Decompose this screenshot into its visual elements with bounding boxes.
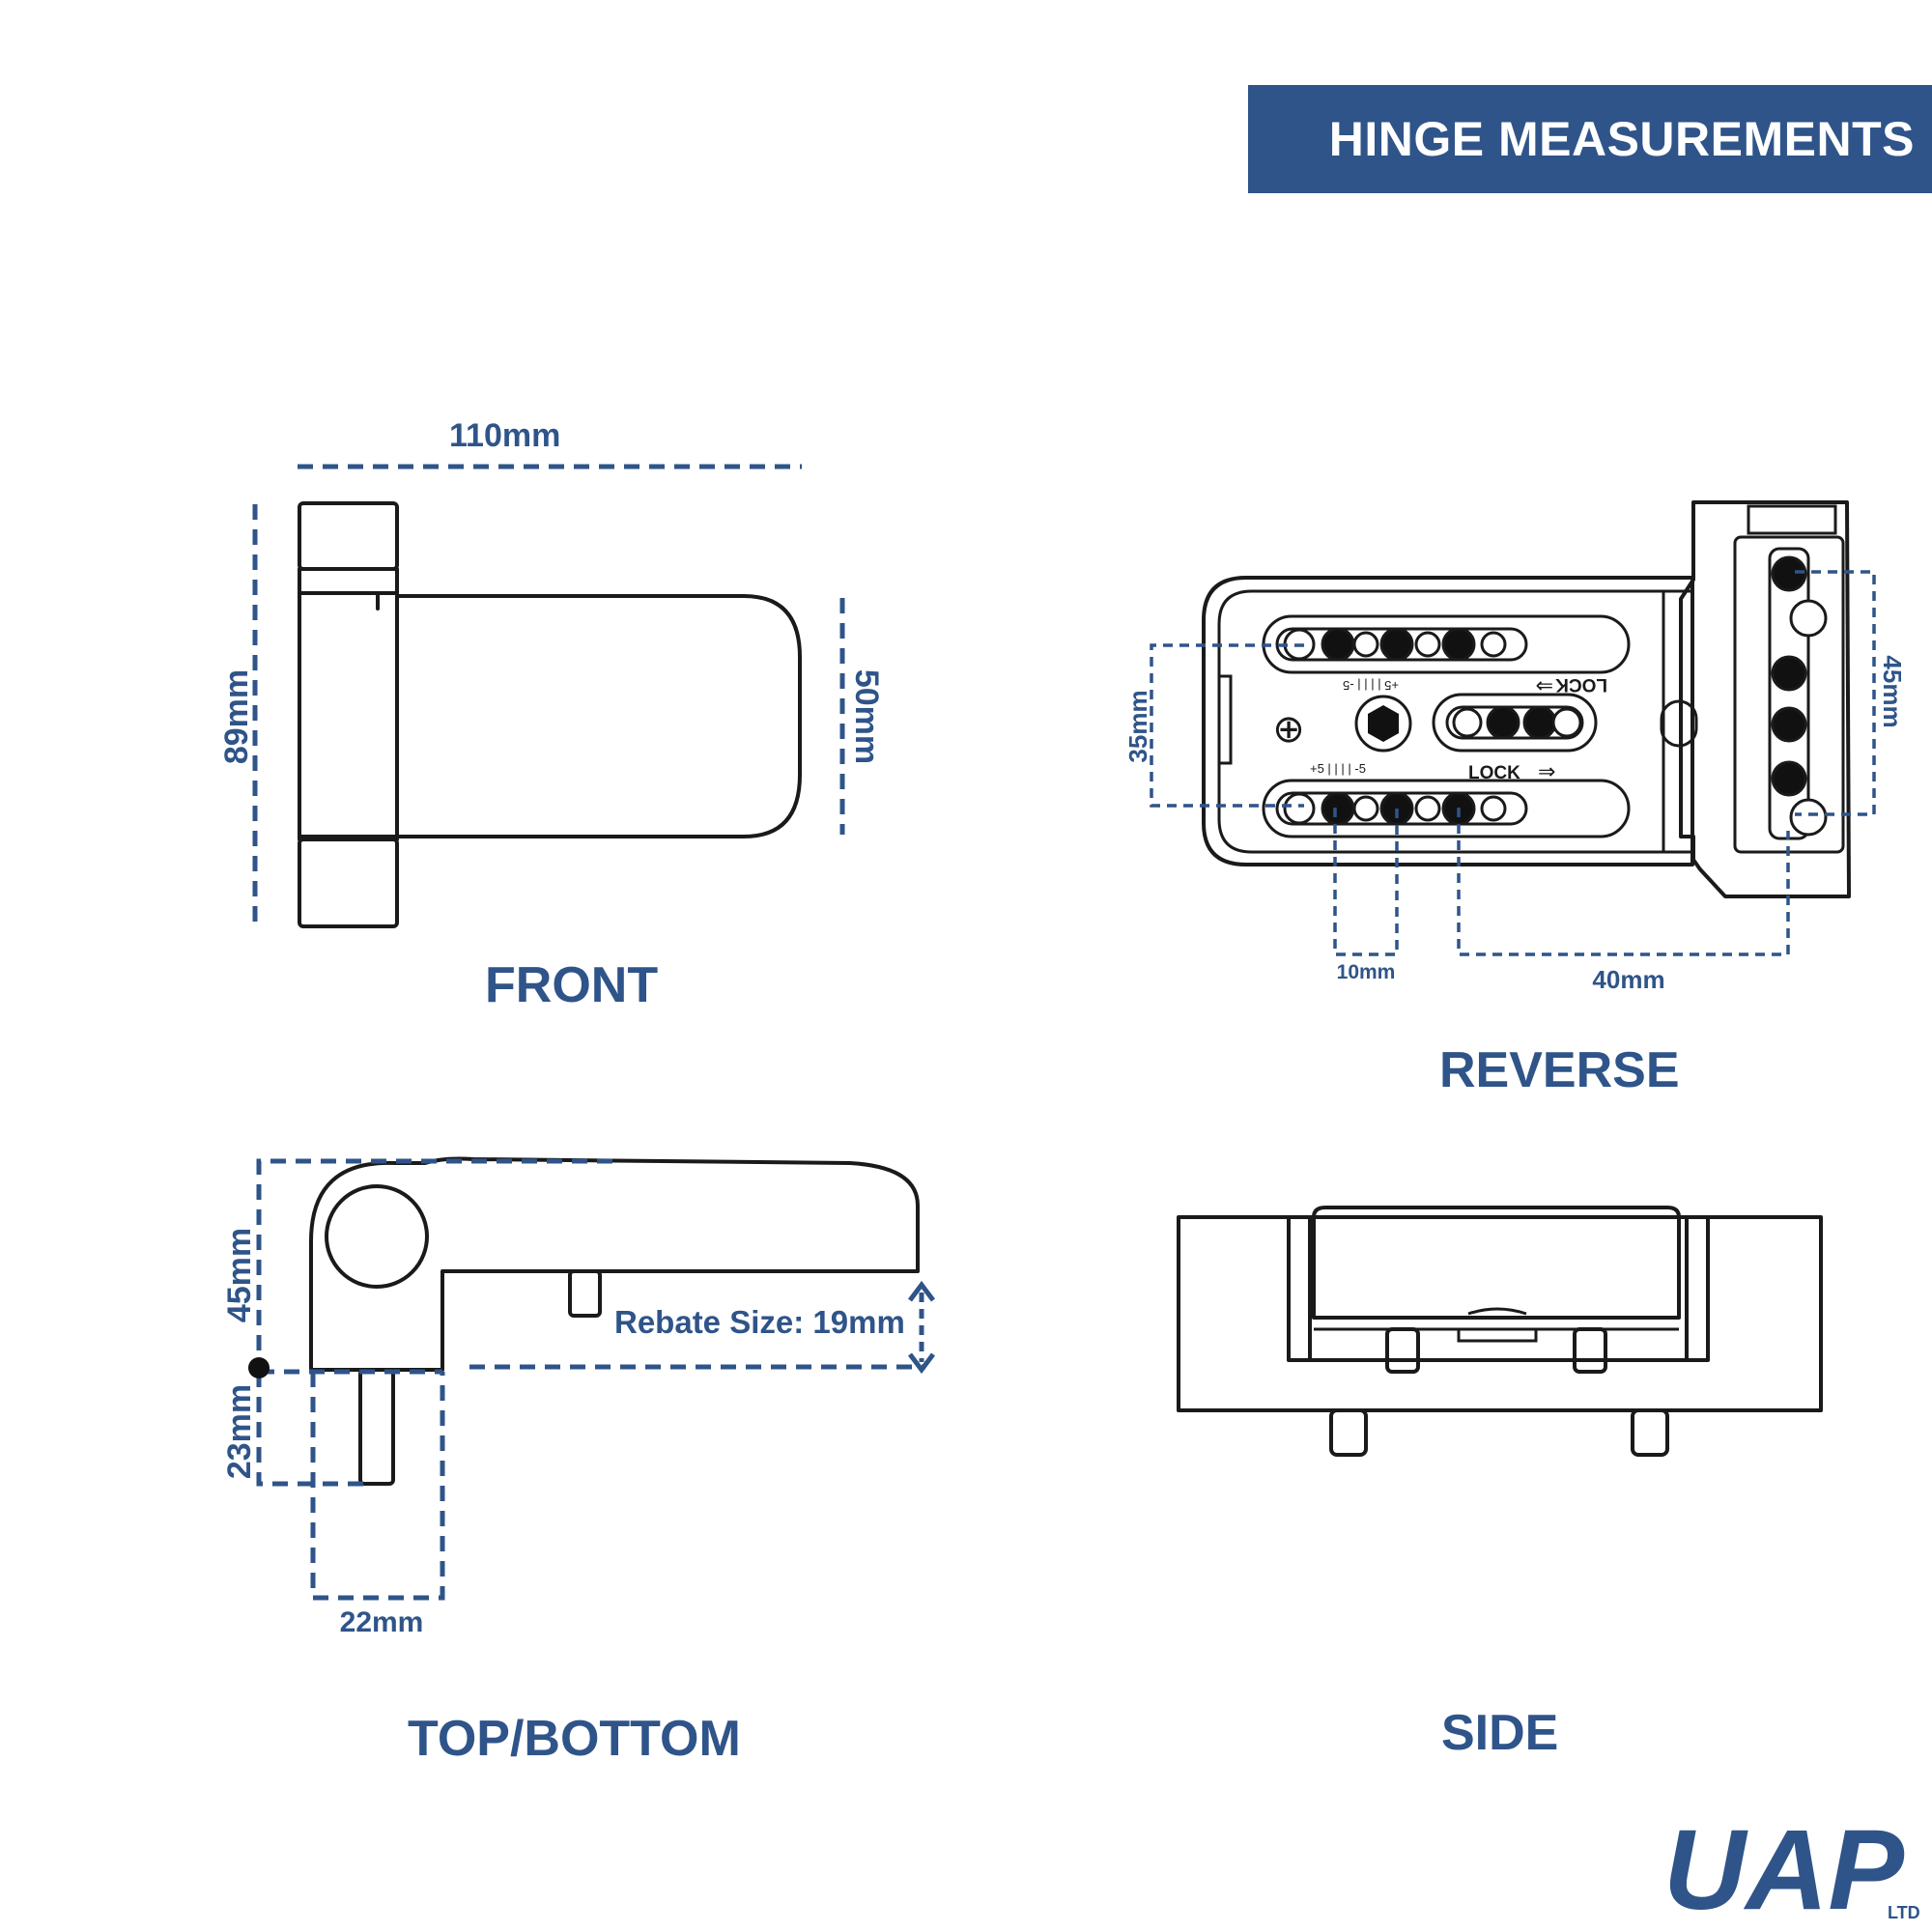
top-22mm-label: 22mm bbox=[340, 1606, 424, 1638]
scale-bottom: +5 | | | | -5 bbox=[1310, 761, 1366, 776]
reverse-40mm-label: 40mm bbox=[1592, 965, 1664, 994]
side-view bbox=[1177, 1206, 1823, 1457]
reverse-view-label: REVERSE bbox=[1439, 1042, 1680, 1098]
front-leaf-label: 50mm bbox=[848, 669, 885, 764]
page-title: HINGE MEASUREMENTS bbox=[1328, 112, 1915, 166]
rebate-label: Rebate Size: 19mm bbox=[614, 1304, 905, 1340]
slot-hole-open bbox=[1452, 707, 1483, 738]
logo-text: UAP bbox=[1663, 1816, 1904, 1922]
front-view-label: FRONT bbox=[485, 957, 659, 1013]
reverse-view bbox=[1202, 500, 1851, 898]
reverse-35mm-label: 35mm bbox=[1123, 690, 1152, 762]
logo-sub: LTD bbox=[1888, 1903, 1920, 1922]
slot-hole-filled bbox=[1486, 705, 1520, 740]
slot-hole-open bbox=[1480, 795, 1507, 822]
slot-hole-filled bbox=[1321, 627, 1355, 662]
slot-hole-open bbox=[1414, 795, 1441, 822]
slot-hole-filled bbox=[1441, 627, 1476, 662]
arrow-left-icon: ⇒ bbox=[1536, 673, 1553, 697]
slot-hole-open bbox=[1414, 631, 1441, 658]
front-width-label: 110mm bbox=[449, 417, 560, 454]
brand-mark-icon: ⊕ bbox=[1272, 707, 1305, 752]
uap-logo: UAP LTD bbox=[1663, 1816, 1920, 1922]
slot-hole-filled bbox=[1522, 705, 1557, 740]
top-23mm-label: 23mm bbox=[221, 1384, 258, 1479]
frame-screw-hole bbox=[1771, 706, 1807, 743]
lock-label-top: LOCK bbox=[1555, 674, 1607, 695]
title-banner: HINGE MEASUREMENTS bbox=[1248, 85, 1932, 193]
top-bottom-view-label: TOP/BOTTOM bbox=[408, 1711, 741, 1767]
top-view: 45mm 23mm 22mm Rebate Size: 19mm bbox=[221, 1156, 935, 1638]
frame-pin bbox=[1789, 599, 1828, 638]
lock-label-bottom: LOCK bbox=[1468, 763, 1520, 783]
frame-screw-hole bbox=[1771, 760, 1807, 797]
reverse-10mm-label: 10mm bbox=[1337, 961, 1396, 983]
frame-screw-hole bbox=[1771, 555, 1807, 592]
slot-hole-open bbox=[1352, 795, 1379, 822]
arrow-right-icon: ⇒ bbox=[1538, 760, 1555, 784]
reverse-annotations: ⊕ LOCK ⇒ LOCK ⇒ +5 | | | | -5 +5 | | | |… bbox=[1123, 570, 1907, 994]
slot-hole-open bbox=[1352, 631, 1379, 658]
front-height-label: 89mm bbox=[218, 669, 255, 764]
scale-top: +5 | | | | -5 bbox=[1343, 678, 1399, 693]
frame-screw-hole bbox=[1771, 655, 1807, 692]
reverse-45mm-label: 45mm bbox=[1878, 655, 1907, 727]
frame-pin bbox=[1789, 798, 1828, 837]
side-view-label: SIDE bbox=[1441, 1705, 1559, 1761]
slot-hole-filled bbox=[1321, 791, 1355, 826]
slot-hole-open bbox=[1283, 792, 1316, 825]
slot-hole-open bbox=[1551, 707, 1582, 738]
slot-hole-filled bbox=[1379, 627, 1414, 662]
slot-hole-open bbox=[1480, 631, 1507, 658]
top-45mm-label: 45mm bbox=[221, 1228, 258, 1322]
front-view: 110mm 89mm 50mm bbox=[218, 417, 885, 928]
reverse-holes bbox=[1283, 555, 1828, 837]
